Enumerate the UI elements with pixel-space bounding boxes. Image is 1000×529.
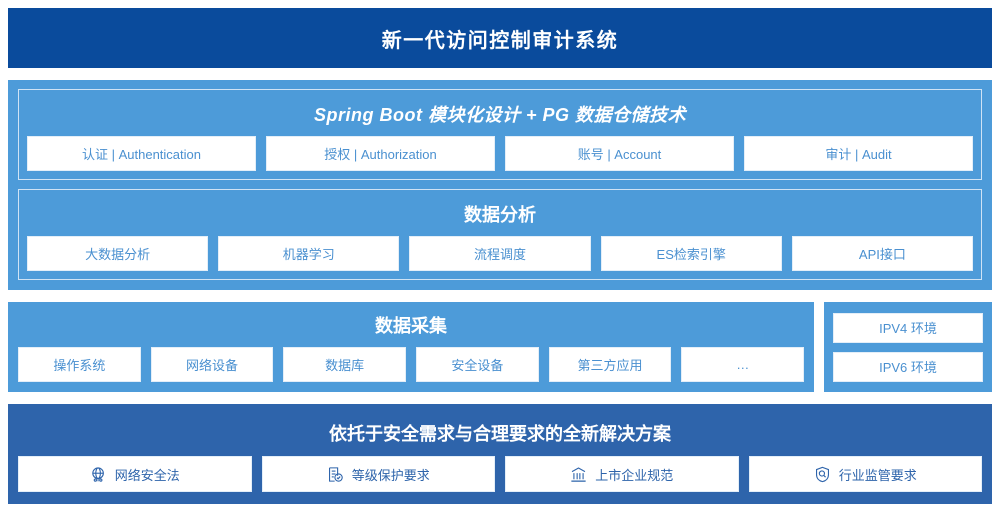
collection-chip-security-device[interactable]: 安全设备: [416, 347, 539, 382]
solution-chip-industry-regulation[interactable]: 行业监管要求: [748, 456, 982, 492]
document-check-icon: [327, 466, 344, 483]
chip-label: 网络安全法: [114, 467, 180, 483]
analysis-group: 数据分析 大数据分析 机器学习 流程调度 ES检索引擎 API接口: [18, 189, 982, 280]
chip-label: 流程调度: [474, 247, 527, 262]
chip-label: 授权 | Authorization: [324, 147, 437, 162]
shield-search-icon: [814, 466, 831, 483]
platform-group-title: Spring Boot 模块化设计 + PG 数据仓储技术: [313, 105, 686, 125]
chip-label: IPV6 环境: [879, 360, 937, 375]
chip-label: IPV4 环境: [879, 321, 937, 336]
solution-chip-listed-company-standard[interactable]: 上市企业规范: [505, 456, 739, 492]
chip-label: 网络设备: [186, 358, 239, 373]
platform-chip-row: 认证 | Authentication 授权 | Authorization 账…: [27, 136, 973, 171]
solution-title: 依托于安全需求与合理要求的全新解决方案: [329, 424, 671, 444]
collection-chip-network-device[interactable]: 网络设备: [150, 347, 274, 382]
page-header: 新一代访问控制审计系统: [8, 8, 992, 68]
environment-chip-ipv6[interactable]: IPV6 环境: [833, 351, 983, 382]
solution-chip-cybersecurity-law[interactable]: 网络安全法: [18, 456, 252, 492]
chip-label: 行业监管要求: [838, 467, 917, 483]
chip-label: 数据库: [325, 358, 365, 373]
analysis-chip-process-scheduling[interactable]: 流程调度: [409, 236, 591, 271]
platform-chip-authentication[interactable]: 认证 | Authentication: [27, 136, 256, 171]
chip-label: 大数据分析: [85, 247, 151, 262]
chip-label: 上市企业规范: [595, 467, 674, 483]
environment-chip-ipv4[interactable]: IPV4 环境: [833, 312, 983, 343]
solution-chip-classified-protection[interactable]: 等级保护要求: [261, 456, 495, 492]
platform-chip-authorization[interactable]: 授权 | Authorization: [266, 136, 495, 171]
collection-chip-operating-system[interactable]: 操作系统: [18, 347, 141, 382]
collection-chip-row: 操作系统 网络设备 数据库 安全设备 第三方应用 …: [18, 347, 805, 382]
chip-label: 等级保护要求: [351, 467, 430, 483]
solution-chip-row: 网络安全法 等级保护要求: [18, 456, 982, 492]
analysis-chip-es-search-engine[interactable]: ES检索引擎: [600, 236, 782, 271]
collection-chip-more[interactable]: …: [681, 347, 805, 382]
analysis-chip-api[interactable]: API接口: [791, 236, 974, 271]
chip-label: …: [736, 357, 750, 372]
collection-section: 数据采集 操作系统 网络设备 数据库 安全设备 第三方应用 …: [8, 302, 992, 392]
platform-chip-account[interactable]: 账号 | Account: [505, 136, 734, 171]
chip-label: 认证 | Authentication: [82, 147, 201, 162]
analysis-chip-bigdata[interactable]: 大数据分析: [27, 236, 209, 271]
platform-analysis-section: Spring Boot 模块化设计 + PG 数据仓储技术 认证 | Authe…: [8, 80, 992, 290]
analysis-chip-machine-learning[interactable]: 机器学习: [218, 236, 400, 271]
solution-section: 依托于安全需求与合理要求的全新解决方案 网络安全法: [8, 404, 992, 504]
collection-group: 数据采集 操作系统 网络设备 数据库 安全设备 第三方应用 …: [8, 302, 814, 392]
collection-chip-third-party-app[interactable]: 第三方应用: [548, 347, 672, 382]
environment-group: IPV4 环境 IPV6 环境: [824, 302, 992, 392]
page-title: 新一代访问控制审计系统: [381, 29, 619, 52]
platform-group: Spring Boot 模块化设计 + PG 数据仓储技术 认证 | Authe…: [18, 89, 982, 180]
collection-chip-database[interactable]: 数据库: [283, 347, 407, 382]
chip-label: 机器学习: [282, 247, 335, 262]
chip-label: 操作系统: [53, 358, 106, 373]
bank-building-icon: [570, 466, 587, 483]
chip-label: API接口: [858, 247, 906, 262]
chip-label: 账号 | Account: [577, 147, 662, 162]
chip-label: ES检索引擎: [656, 247, 726, 262]
chip-label: 安全设备: [451, 358, 504, 373]
collection-group-title: 数据采集: [375, 316, 447, 336]
analysis-chip-row: 大数据分析 机器学习 流程调度 ES检索引擎 API接口: [27, 236, 974, 271]
chip-label: 审计 | Audit: [825, 147, 892, 162]
globe-network-icon: [90, 466, 107, 483]
chip-label: 第三方应用: [577, 358, 643, 373]
platform-chip-audit[interactable]: 审计 | Audit: [744, 136, 973, 171]
analysis-group-title: 数据分析: [464, 205, 536, 225]
